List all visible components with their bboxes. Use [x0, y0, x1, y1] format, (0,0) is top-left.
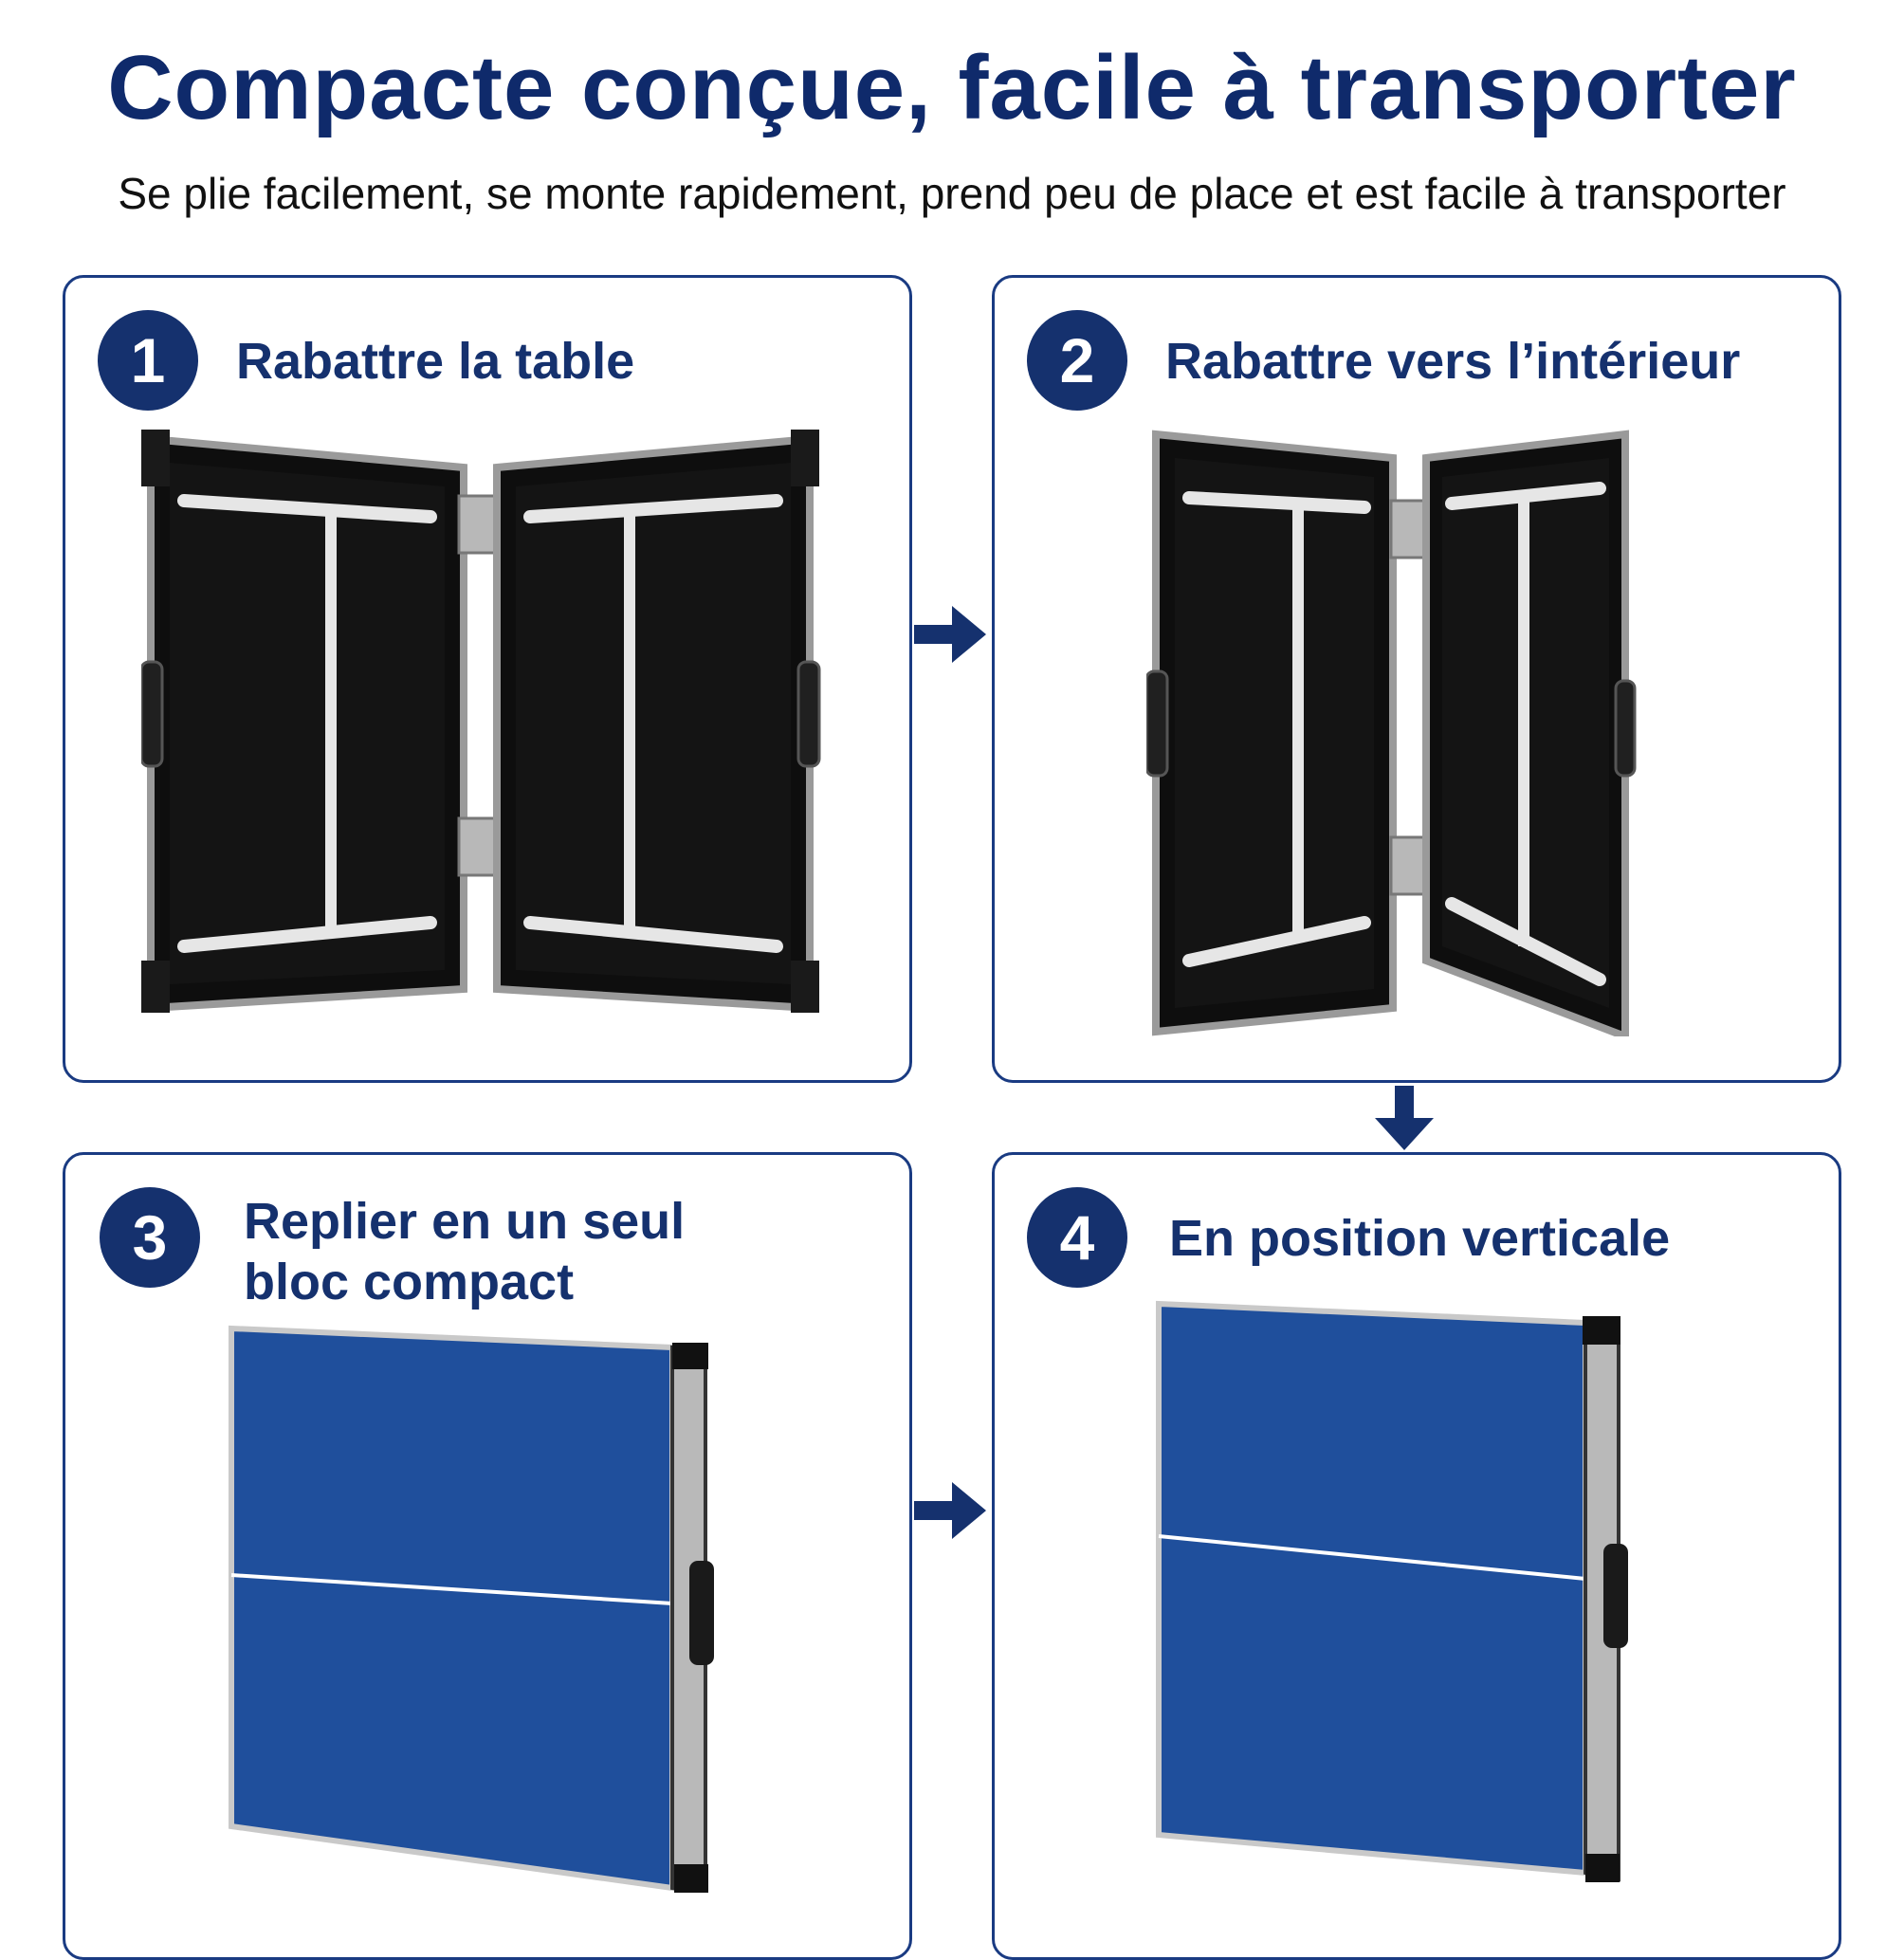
arrow-right-icon: [914, 1482, 986, 1539]
step-title-1: Rabattre la table: [236, 333, 635, 390]
table-folded-illustration: [229, 1325, 714, 1893]
page-title: Compacte conçue, facile à transporter: [107, 37, 1797, 138]
table-unfolded-illustration: [141, 430, 821, 1013]
step-badge-2: 2: [1027, 310, 1127, 411]
arrow-down-icon: [1375, 1086, 1434, 1150]
step-badge-3: 3: [100, 1187, 200, 1288]
step-panel-4: 4 En position verticale: [992, 1152, 1841, 1960]
step-title-4: En position verticale: [1169, 1210, 1671, 1267]
arrow-right-icon: [914, 606, 986, 663]
step-panel-1: 1 Rabattre la table: [63, 275, 912, 1083]
page-subtitle: Se plie facilement, se monte rapidement,…: [118, 169, 1786, 218]
table-vertical-illustration: [1156, 1300, 1628, 1882]
table-folding-illustration: [1146, 430, 1637, 1036]
step-badge-1: 1: [98, 310, 198, 411]
step-panel-2: 2 Rabattre vers l’intérieur: [992, 275, 1841, 1083]
step-title-2: Rabattre vers l’intérieur: [1165, 333, 1741, 390]
step-panel-3: 3 Replier en un seul bloc compact: [63, 1152, 912, 1960]
step-badge-4: 4: [1027, 1187, 1127, 1288]
step-title-3: Replier en un seul bloc compact: [244, 1193, 686, 1310]
